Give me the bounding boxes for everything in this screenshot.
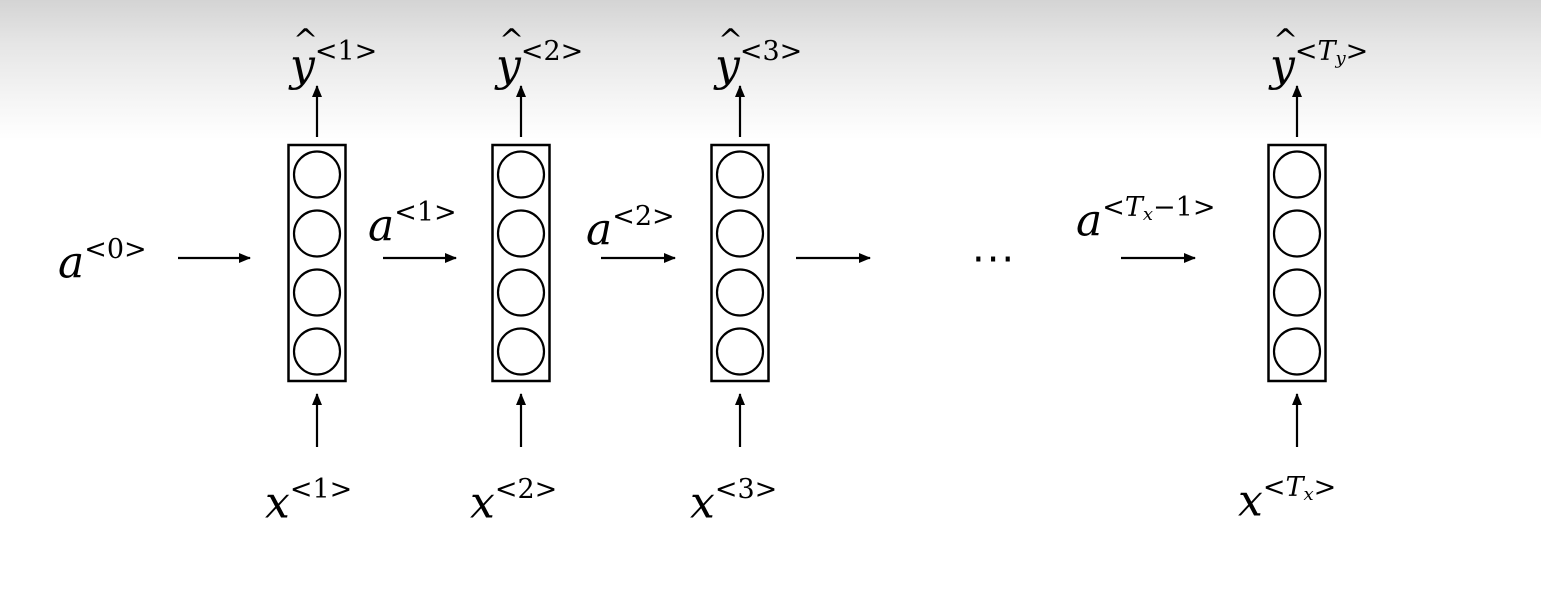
hidden-unit-circle: [292, 209, 342, 258]
hidden-unit-circle: [1272, 327, 1322, 376]
rnn-cells: [287, 143, 1327, 383]
y-hat-3-label: y<3>: [715, 26, 802, 88]
x-last-label: x<Tx>: [1238, 472, 1337, 527]
x-1-label: x<1>: [265, 474, 353, 529]
ellipsis: ···: [972, 237, 1017, 283]
hidden-unit-circle: [715, 327, 765, 376]
y-hat-2-label: y<2>: [496, 26, 583, 88]
x-3-label: x<3>: [690, 474, 778, 529]
y-hat-last-label: y<Ty>: [1270, 26, 1368, 88]
hidden-unit-circle: [496, 209, 546, 258]
hidden-unit-circle: [715, 209, 765, 258]
x-2-label: x<2>: [470, 474, 558, 529]
hidden-unit-circle: [715, 150, 765, 199]
y-hat-1-label: y<1>: [290, 26, 377, 88]
hidden-unit-circle: [292, 327, 342, 376]
hidden-unit-circle: [496, 327, 546, 376]
hidden-unit-circle: [292, 150, 342, 199]
hidden-unit-circle: [496, 150, 546, 199]
a0-label: a<0>: [58, 234, 147, 289]
a2-label: a<2>: [586, 201, 675, 256]
rnn-cell-1: [287, 143, 347, 383]
hidden-unit-circle: [496, 268, 546, 317]
a-last-label: a<Tx−1>: [1076, 192, 1216, 247]
rnn-arrows: [178, 85, 1302, 447]
rnn-cell-2: [491, 143, 551, 383]
hidden-unit-circle: [715, 268, 765, 317]
hidden-unit-circle: [1272, 268, 1322, 317]
hidden-unit-circle: [1272, 150, 1322, 199]
rnn-cell-4: [1267, 143, 1327, 383]
hidden-unit-circle: [1272, 209, 1322, 258]
rnn-cell-3: [710, 143, 770, 383]
hidden-unit-circle: [292, 268, 342, 317]
a1-label: a<1>: [368, 197, 457, 252]
